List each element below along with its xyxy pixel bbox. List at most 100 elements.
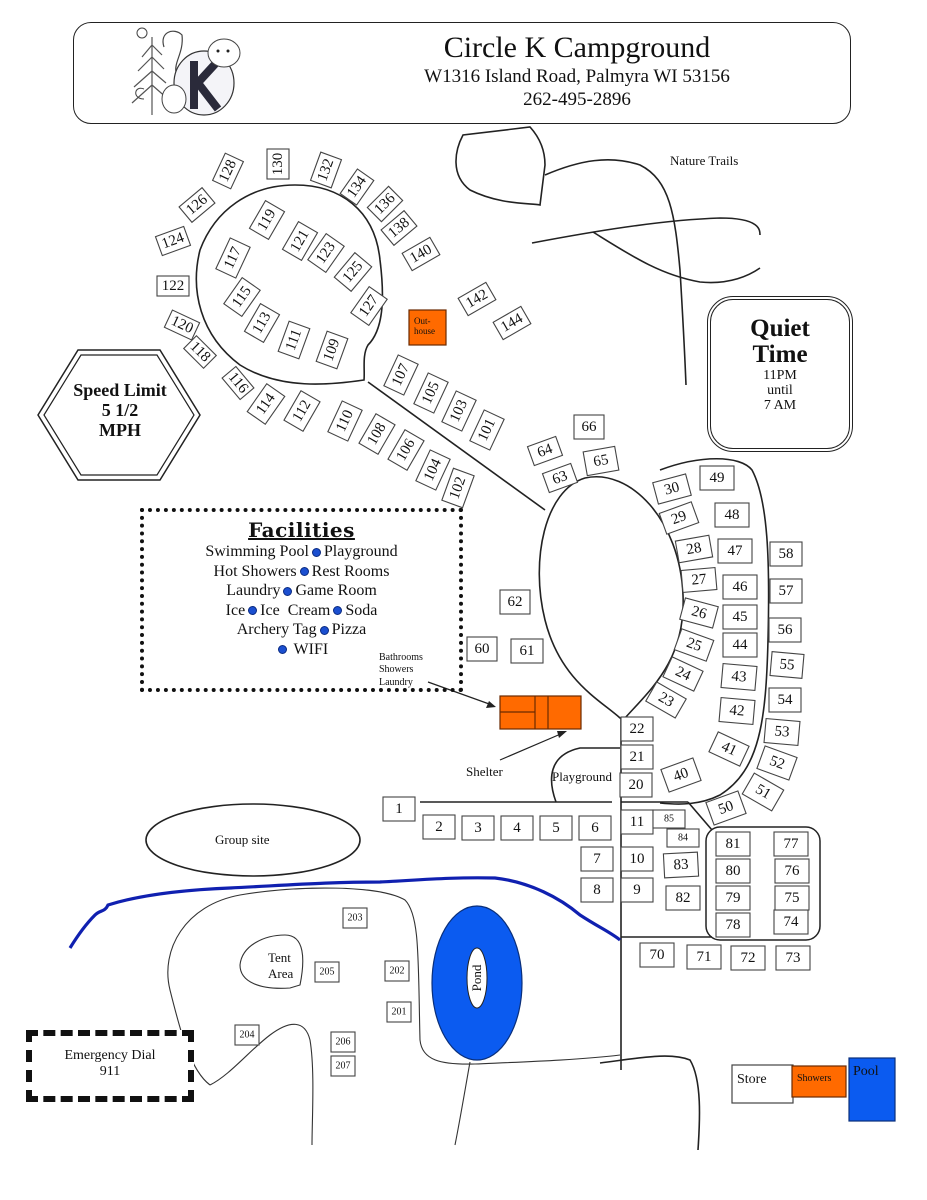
campsite-110[interactable]: 110	[327, 400, 363, 442]
campsite-54[interactable]: 54	[768, 687, 802, 713]
campsite-28[interactable]: 28	[674, 534, 714, 564]
campsite-65[interactable]: 65	[582, 445, 620, 477]
campsite-85[interactable]: 85	[652, 809, 686, 829]
campsite-115[interactable]: 115	[223, 276, 261, 318]
campsite-21[interactable]: 21	[620, 744, 654, 770]
campsite-104[interactable]: 104	[415, 449, 451, 491]
campsite-144[interactable]: 144	[492, 305, 532, 341]
campsite-51[interactable]: 51	[741, 772, 785, 812]
campsite-50[interactable]: 50	[705, 790, 747, 826]
campsite-25[interactable]: 25	[673, 628, 715, 662]
campsite-204[interactable]: 204	[234, 1024, 260, 1046]
campsite-205[interactable]: 205	[314, 961, 340, 983]
campsite-118[interactable]: 118	[182, 334, 218, 370]
campsite-81[interactable]: 81	[715, 831, 751, 857]
campsite-49[interactable]: 49	[699, 465, 735, 491]
campsite-55[interactable]: 55	[769, 651, 805, 679]
campsite-57[interactable]: 57	[769, 578, 803, 604]
campsite-26[interactable]: 26	[679, 597, 719, 629]
campsite-107[interactable]: 107	[383, 354, 419, 396]
campsite-207[interactable]: 207	[330, 1055, 356, 1077]
campsite-40[interactable]: 40	[660, 757, 702, 793]
campsite-82[interactable]: 82	[665, 885, 701, 911]
campsite-47[interactable]: 47	[717, 538, 753, 564]
campsite-109[interactable]: 109	[315, 330, 349, 370]
campsite-5[interactable]: 5	[539, 815, 573, 841]
campsite-58[interactable]: 58	[769, 541, 803, 567]
campsite-83[interactable]: 83	[662, 851, 700, 879]
campsite-202[interactable]: 202	[384, 960, 410, 982]
campsite-80[interactable]: 80	[715, 858, 751, 884]
campsite-106[interactable]: 106	[387, 429, 425, 471]
campsite-27[interactable]: 27	[680, 566, 718, 594]
campsite-11[interactable]: 11	[620, 809, 654, 835]
campsite-122[interactable]: 122	[156, 275, 190, 297]
campsite-124[interactable]: 124	[154, 225, 192, 257]
campsite-46[interactable]: 46	[722, 574, 758, 600]
campsite-8[interactable]: 8	[580, 877, 614, 903]
campsite-134[interactable]: 134	[339, 168, 375, 206]
campsite-130[interactable]: 130	[266, 148, 290, 180]
campsite-73[interactable]: 73	[775, 945, 811, 971]
campsite-61[interactable]: 61	[510, 638, 544, 664]
campsite-62[interactable]: 62	[499, 589, 531, 615]
campsite-66[interactable]: 66	[573, 414, 605, 440]
campsite-6[interactable]: 6	[578, 815, 612, 841]
campsite-72[interactable]: 72	[730, 945, 766, 971]
campsite-23[interactable]: 23	[645, 681, 687, 719]
campsite-132[interactable]: 132	[309, 151, 343, 189]
campsite-113[interactable]: 113	[243, 302, 281, 344]
campsite-101[interactable]: 101	[469, 409, 505, 451]
campsite-71[interactable]: 71	[686, 944, 722, 970]
campsite-119[interactable]: 119	[248, 199, 286, 241]
campsite-108[interactable]: 108	[358, 413, 396, 455]
campsite-111[interactable]: 111	[277, 320, 311, 360]
campsite-20[interactable]: 20	[619, 772, 653, 798]
campsite-84[interactable]: 84	[666, 828, 700, 848]
campsite-2[interactable]: 2	[422, 814, 456, 840]
campsite-77[interactable]: 77	[773, 831, 809, 857]
campsite-126[interactable]: 126	[178, 186, 216, 224]
campsite-114[interactable]: 114	[246, 382, 286, 426]
campsite-29[interactable]: 29	[658, 501, 700, 535]
campsite-201[interactable]: 201	[386, 1001, 412, 1023]
campsite-48[interactable]: 48	[714, 502, 750, 528]
campsite-70[interactable]: 70	[639, 942, 675, 968]
campsite-203[interactable]: 203	[342, 907, 368, 929]
campsite-24[interactable]: 24	[662, 656, 704, 692]
campsite-1[interactable]: 1	[382, 796, 416, 822]
campsite-52[interactable]: 52	[756, 745, 798, 781]
campsite-120[interactable]: 120	[163, 309, 201, 341]
campsite-116[interactable]: 116	[221, 365, 255, 401]
campsite-79[interactable]: 79	[715, 885, 751, 911]
campsite-45[interactable]: 45	[722, 604, 758, 630]
campsite-4[interactable]: 4	[500, 815, 534, 841]
campsite-3[interactable]: 3	[461, 815, 495, 841]
campsite-43[interactable]: 43	[720, 662, 758, 692]
campsite-78[interactable]: 78	[715, 912, 751, 938]
campsite-56[interactable]: 56	[768, 617, 802, 643]
campsite-105[interactable]: 105	[413, 372, 449, 414]
campsite-22[interactable]: 22	[620, 716, 654, 742]
campsite-42[interactable]: 42	[718, 696, 756, 726]
campsite-30[interactable]: 30	[652, 473, 692, 505]
campsite-125[interactable]: 125	[333, 251, 373, 293]
campsite-60[interactable]: 60	[466, 636, 498, 662]
campsite-206[interactable]: 206	[330, 1031, 356, 1053]
campsite-74[interactable]: 74	[773, 909, 809, 935]
campsite-75[interactable]: 75	[774, 885, 810, 911]
campsite-44[interactable]: 44	[722, 632, 758, 658]
campsite-140[interactable]: 140	[401, 236, 441, 272]
campsite-64[interactable]: 64	[526, 435, 564, 467]
campsite-112[interactable]: 112	[283, 390, 321, 432]
campsite-53[interactable]: 53	[763, 717, 801, 747]
campsite-123[interactable]: 123	[307, 232, 345, 274]
campsite-128[interactable]: 128	[211, 152, 245, 190]
campsite-102[interactable]: 102	[441, 467, 475, 509]
campsite-10[interactable]: 10	[620, 846, 654, 872]
campsite-9[interactable]: 9	[620, 877, 654, 903]
campsite-41[interactable]: 41	[708, 731, 750, 767]
campsite-103[interactable]: 103	[441, 390, 477, 432]
campsite-117[interactable]: 117	[215, 237, 251, 279]
campsite-7[interactable]: 7	[580, 846, 614, 872]
